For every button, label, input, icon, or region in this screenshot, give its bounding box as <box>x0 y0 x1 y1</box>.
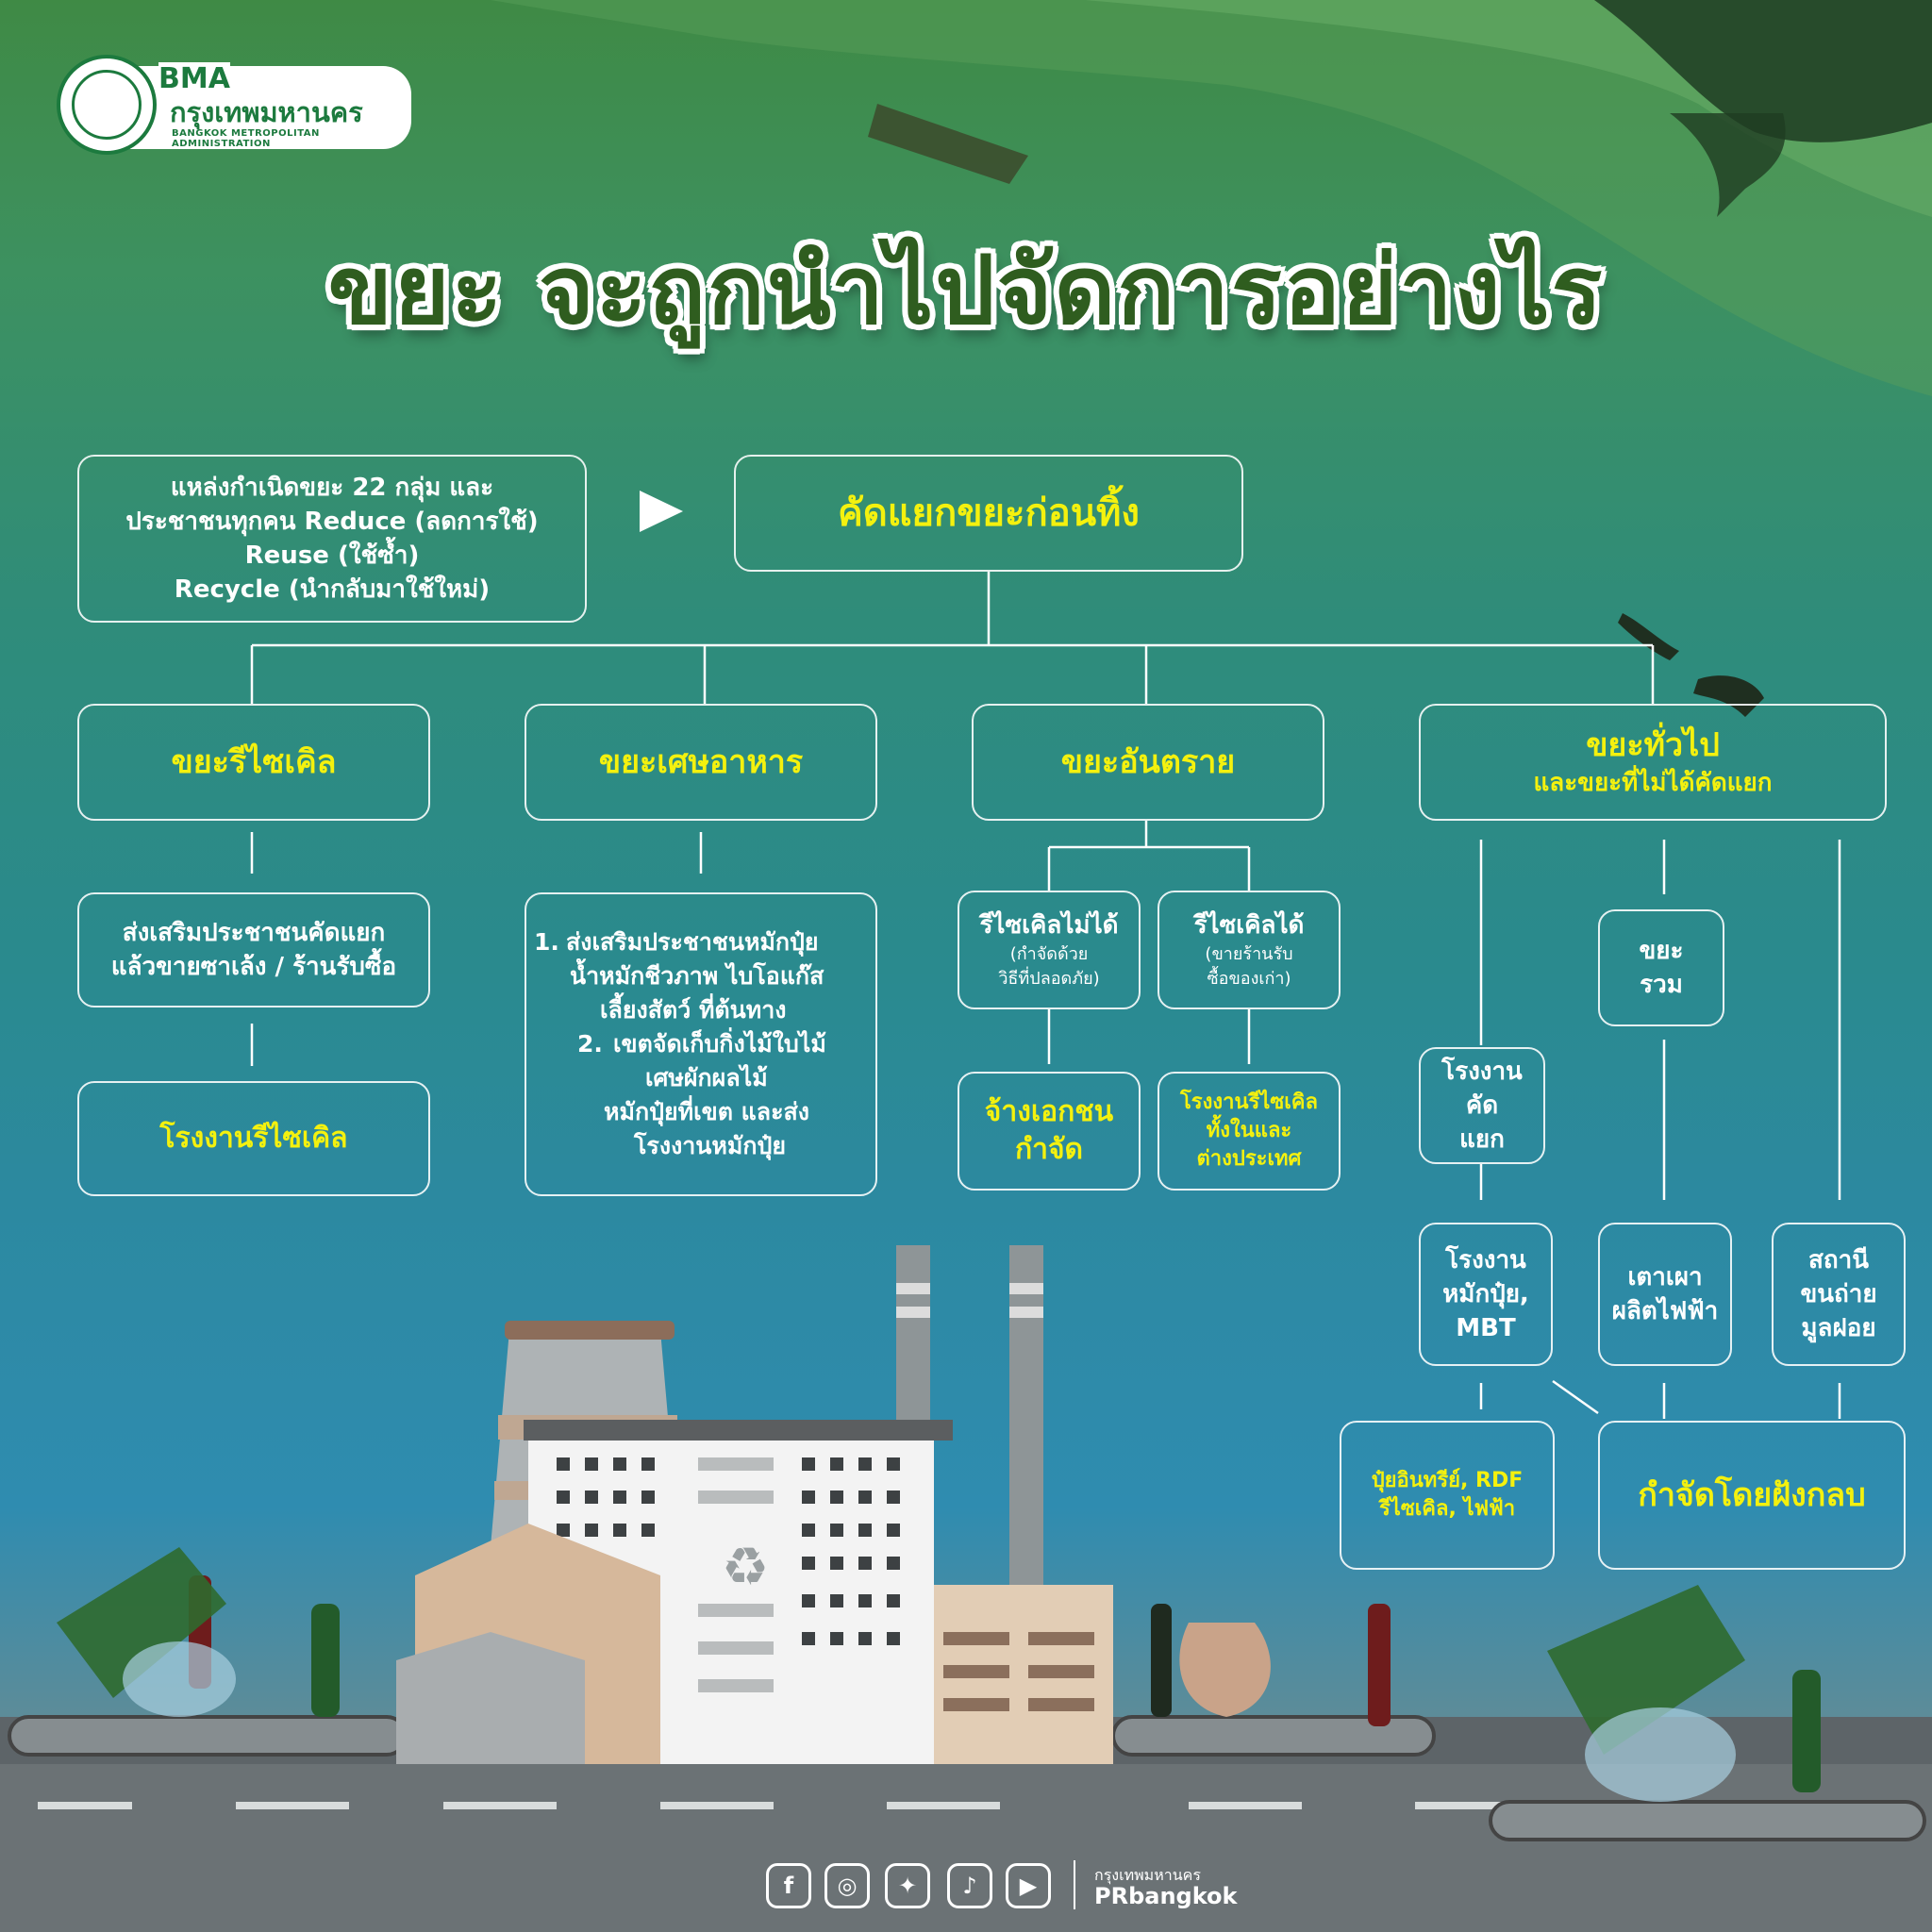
hazardous-recyclable-title: รีไซเคิลได้ <box>1193 911 1305 940</box>
sorting-plant-line-3: แยก <box>1459 1125 1505 1154</box>
hazardous-recycle-factory-box: โรงงานรีไซเคิล ทั้งในและ ต่างประเทศ <box>1158 1072 1341 1191</box>
svg-text:♻: ♻ <box>722 1537 769 1598</box>
landfill-box: กำจัดโดยฝังกลบ <box>1598 1421 1906 1570</box>
recycle-step-line-2: แล้วขายซาเล้ง / ร้านรับซื้อ <box>110 953 397 981</box>
logo-thai-name: กรุงเทพมหานคร <box>170 96 363 128</box>
food-list-item-2: 2. เขตจัดเก็บกิ่งไม้ใบไม้ <box>534 1027 826 1061</box>
hazardous-factory-line-3: ต่างประเทศ <box>1196 1147 1302 1171</box>
hazardous-recyclable-sub-2: ซื้อของเก่า) <box>1207 969 1291 989</box>
category-food-label: ขยะเศษอาหาร <box>598 743 804 781</box>
hazardous-nonrecyclable-title: รีไซเคิลไม่ได้ <box>979 911 1119 940</box>
compost-plant-line-3: MBT <box>1456 1314 1516 1342</box>
twitter-icon[interactable]: ✦ <box>885 1863 930 1908</box>
food-item-2-line-1: เขตจัดเก็บกิ่งไม้ใบไม้ <box>613 1030 826 1058</box>
category-recycle-label: ขยะรีไซเคิล <box>171 743 337 781</box>
sorting-plant-line-2: คัด <box>1465 1091 1499 1120</box>
hazardous-nonrecyclable-sub-2: วิธีที่ปลอดภัย) <box>998 969 1100 989</box>
landfill-label: กำจัดโดยฝังกลบ <box>1638 1476 1866 1514</box>
category-general-label: ขยะทั่วไป <box>1586 726 1720 764</box>
category-general-sublabel: และขยะที่ไม่ได้คัดแยก <box>1533 769 1773 797</box>
hazardous-nonrecyclable-box: รีไซเคิลไม่ได้ (กำจัดด้วย วิธีที่ปลอดภัย… <box>958 891 1141 1009</box>
compost-plant-box: โรงงาน หมักปุ๋ย, MBT <box>1419 1223 1553 1366</box>
instagram-icon[interactable]: ◎ <box>824 1863 870 1908</box>
mixed-waste-line-1: ขยะ <box>1639 937 1684 965</box>
compost-plant-line-1: โรงงาน <box>1445 1246 1526 1274</box>
incinerator-box: เตาเผา ผลิตไฟฟ้า <box>1598 1223 1732 1366</box>
food-item-1-number: 1. <box>534 928 559 956</box>
footer-brand-name: PRbangkok <box>1094 1883 1238 1909</box>
food-item-1-line-3: เลี้ยงสัตว์ ที่ต้นทาง <box>600 996 787 1024</box>
compost-plant-line-2: หมักปุ๋ย, <box>1442 1280 1529 1308</box>
transfer-station-box: สถานี ขนถ่าย มูลฝอย <box>1772 1223 1906 1366</box>
food-item-2-line-3: หมักปุ๋ยที่เขต และส่ง <box>604 1098 809 1125</box>
food-item-2-number: 2. <box>577 1030 603 1058</box>
source-line-2: ประชาชนทุกคน Reduce (ลดการใช้) <box>125 508 539 536</box>
category-recycle: ขยะรีไซเคิล <box>77 704 430 821</box>
hazardous-private-disposal-box: จ้างเอกชน กำจัด <box>958 1072 1141 1191</box>
outputs-line-1: ปุ๋ยอินทรีย์, RDF <box>1371 1469 1524 1492</box>
hazardous-factory-line-1: โรงงานรีไซเคิล <box>1179 1091 1319 1114</box>
incinerator-line-1: เตาเผา <box>1627 1263 1703 1291</box>
compost-outputs-box: ปุ๋ยอินทรีย์, RDF รีไซเคิล, ไฟฟ้า <box>1340 1421 1555 1570</box>
bma-seal-icon <box>57 55 157 155</box>
category-hazardous-label: ขยะอันตราย <box>1060 743 1236 781</box>
page-title: ขยะ จะถูกนำไปจัดการอย่างไร <box>327 234 1605 345</box>
recycle-step-line-1: ส่งเสริมประชาชนคัดแยก <box>122 919 386 947</box>
footer-divider <box>1074 1860 1075 1909</box>
category-hazardous: ขยะอันตราย <box>972 704 1324 821</box>
source-line-1: แหล่งกำเนิดขยะ 22 กลุ่ม และ <box>170 474 494 502</box>
waste-source-box: แหล่งกำเนิดขยะ 22 กลุ่ม และ ประชาชนทุกคน… <box>77 455 587 623</box>
sorting-plant-line-1: โรงงาน <box>1441 1058 1523 1086</box>
logo-bma-text: BMA <box>158 62 230 95</box>
hazardous-recyclable-box: รีไซเคิลได้ (ขายร้านรับ ซื้อของเก่า) <box>1158 891 1341 1009</box>
hazardous-factory-line-2: ทั้งในและ <box>1206 1119 1292 1142</box>
source-line-4: Recycle (นำกลับมาใช้ใหม่) <box>174 575 491 604</box>
youtube-icon[interactable]: ▶ <box>1006 1863 1051 1908</box>
hazardous-nonrecyclable-sub-1: (กำจัดด้วย <box>1009 944 1089 964</box>
footer-brand-small: กรุงเทพมหานคร <box>1094 1866 1201 1884</box>
category-general: ขยะทั่วไป และขยะที่ไม่ได้คัดแยก <box>1419 704 1887 821</box>
food-list-item-1: 1. ส่งเสริมประชาชนหมักปุ๋ย <box>534 925 826 959</box>
mixed-waste-box: ขยะ รวม <box>1598 909 1724 1026</box>
logo-english-name: BANGKOK METROPOLITAN ADMINISTRATION <box>172 128 320 149</box>
food-item-1-line-2: น้ำหมักชีวภาพ ไบโอแก๊ส <box>570 962 824 990</box>
mixed-waste-line-2: รวม <box>1640 971 1683 999</box>
private-disposal-line-1: จ้างเอกชน <box>984 1095 1114 1128</box>
sort-before-disposal-box: คัดแยกขยะก่อนทิ้ง <box>734 455 1243 572</box>
bma-logo: BMA กรุงเทพมหานคร BANGKOK METROPOLITAN A… <box>57 55 413 157</box>
food-item-2-line-2: เศษผักผลไม้ <box>645 1064 768 1091</box>
sort-label: คัดแยกขยะก่อนทิ้ง <box>838 491 1140 535</box>
transfer-station-line-1: สถานี <box>1808 1246 1869 1274</box>
transfer-station-line-2: ขนถ่าย <box>1800 1280 1877 1308</box>
category-food: ขยะเศษอาหาร <box>525 704 877 821</box>
incinerator-line-2: ผลิตไฟฟ้า <box>1611 1297 1719 1325</box>
recycle-factory-label: โรงงานรีไซเคิล <box>159 1122 348 1155</box>
facebook-icon[interactable]: f <box>766 1863 811 1908</box>
tiktok-icon[interactable]: ♪ <box>947 1863 992 1908</box>
food-list: 1. ส่งเสริมประชาชนหมักปุ๋ย น้ำหมักชีวภาพ… <box>534 925 826 1163</box>
food-waste-process-box: 1. ส่งเสริมประชาชนหมักปุ๋ย น้ำหมักชีวภาพ… <box>525 892 877 1196</box>
source-line-3: Reuse (ใช้ซ้ำ) <box>244 541 420 570</box>
outputs-line-2: รีไซเคิล, ไฟฟ้า <box>1378 1497 1516 1521</box>
transfer-station-line-3: มูลฝอย <box>1801 1314 1876 1342</box>
recycle-factory-box: โรงงานรีไซเคิล <box>77 1081 430 1196</box>
private-disposal-line-2: กำจัด <box>1014 1133 1084 1166</box>
sorting-plant-box: โรงงาน คัด แยก <box>1419 1047 1545 1164</box>
recycle-promote-box: ส่งเสริมประชาชนคัดแยก แล้วขายซาเล้ง / ร้… <box>77 892 430 1008</box>
food-item-2-line-4: โรงงานหมักปุ๋ย <box>634 1132 787 1159</box>
hazardous-recyclable-sub-1: (ขายร้านรับ <box>1205 944 1293 964</box>
play-arrow-icon <box>640 491 683 532</box>
food-item-1-line-1: ส่งเสริมประชาชนหมักปุ๋ย <box>566 928 819 956</box>
